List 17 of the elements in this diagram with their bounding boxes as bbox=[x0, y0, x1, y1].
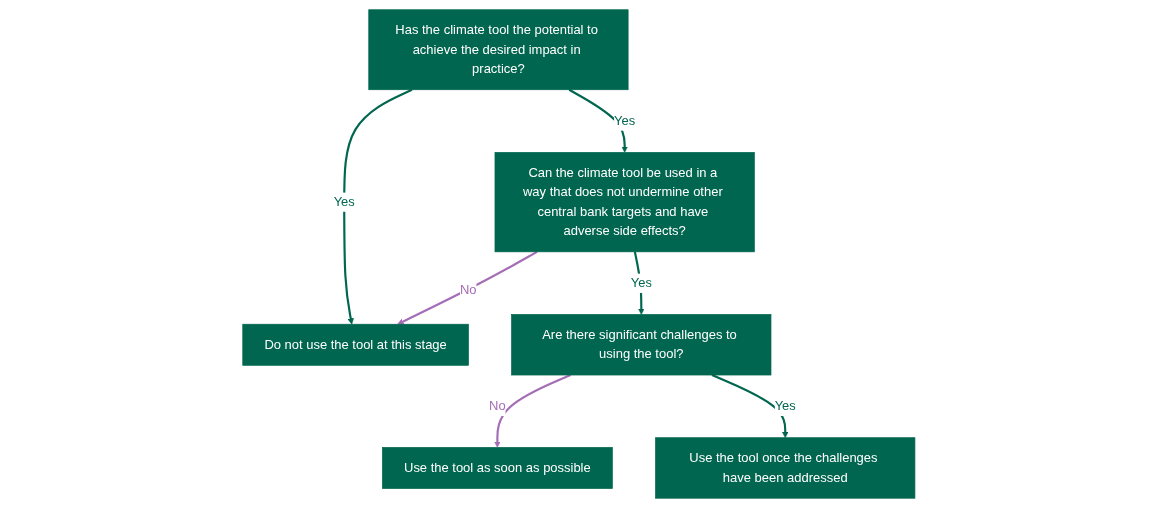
node-box: Can the climate tool be used in a way that does not undermine other central bank targets and have adverse side effects? bbox=[494, 152, 755, 253]
edge-label: Yes bbox=[614, 113, 636, 128]
edge-label: No bbox=[460, 282, 477, 297]
arrow bbox=[494, 374, 572, 448]
node-box: Use the tool once the challenges have been addressed bbox=[655, 437, 916, 499]
edge-label: Yes bbox=[333, 194, 355, 209]
arrow bbox=[568, 88, 628, 153]
arrow bbox=[343, 88, 413, 325]
arrow bbox=[397, 250, 538, 325]
node-box: Are there significant challenges to using the tool? bbox=[511, 314, 772, 376]
arrow bbox=[711, 374, 789, 438]
node-box: Use the tool as soon as possible bbox=[382, 447, 613, 489]
edge-label: No bbox=[489, 398, 506, 414]
node-box: Has the climate tool the potential to achieve the desired impact in practice? bbox=[368, 9, 629, 91]
node-box: Do not use the tool at this stage bbox=[242, 323, 469, 366]
edge-label: Yes bbox=[774, 398, 796, 414]
edge-label: Yes bbox=[630, 275, 653, 291]
